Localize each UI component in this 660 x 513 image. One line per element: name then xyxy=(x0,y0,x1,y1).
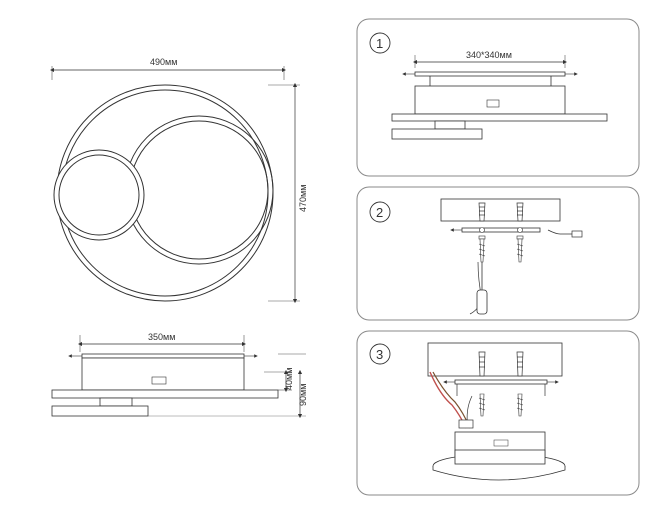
brown-wire xyxy=(432,371,471,429)
ceiling-block xyxy=(440,198,561,222)
step-2-number: 2 xyxy=(376,205,383,220)
step-3-panel: 3 xyxy=(356,330,640,496)
depth-label: 40мм xyxy=(284,368,294,390)
front-view: 490мм 470мм xyxy=(49,57,308,304)
total-height-label: 90мм xyxy=(298,384,308,406)
step-2-panel: 2 xyxy=(356,186,640,321)
height-dimension-label: 470мм xyxy=(298,185,308,212)
mount-width-label: 350мм xyxy=(148,332,175,342)
medium-ring xyxy=(124,115,274,265)
step-1-panel: 1 340*340мм xyxy=(356,18,640,177)
width-dimension-label: 490мм xyxy=(150,57,177,67)
step-3-number: 3 xyxy=(376,347,383,362)
step-1-dimension-label: 340*340мм xyxy=(466,50,512,60)
step-1-number: 1 xyxy=(376,36,383,51)
side-view: 350мм 40мм 90мм xyxy=(51,332,308,419)
screwdriver-icon xyxy=(476,262,488,315)
ceiling-block-3 xyxy=(427,342,563,377)
